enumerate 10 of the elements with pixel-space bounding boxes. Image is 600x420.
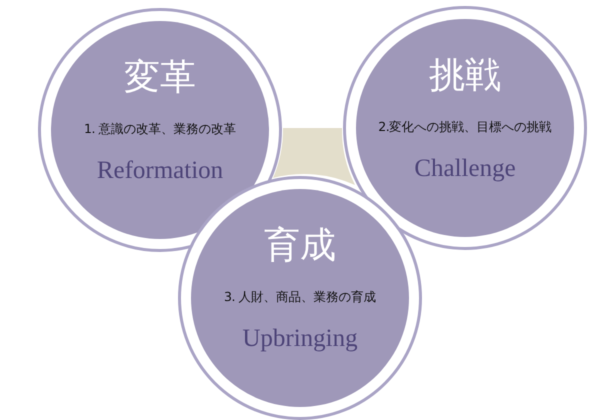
circle-text: 2.変化への挑戦、目標への挑戦 xyxy=(378,119,552,136)
circle-title: 挑戦 xyxy=(429,54,501,98)
circle-title: 育成 xyxy=(264,224,336,268)
circle-text: 3. 人財、商品、業務の育成 xyxy=(224,289,376,306)
circle-subtitle: Reformation xyxy=(96,157,224,185)
circle-text: 1. 意識の改革、業務の改革 xyxy=(84,121,236,138)
circle-subtitle: Challenge xyxy=(414,155,516,183)
circle-subtitle: Upbringing xyxy=(242,325,358,353)
circle-title: 変革 xyxy=(124,56,196,100)
center-triangle xyxy=(273,128,355,185)
